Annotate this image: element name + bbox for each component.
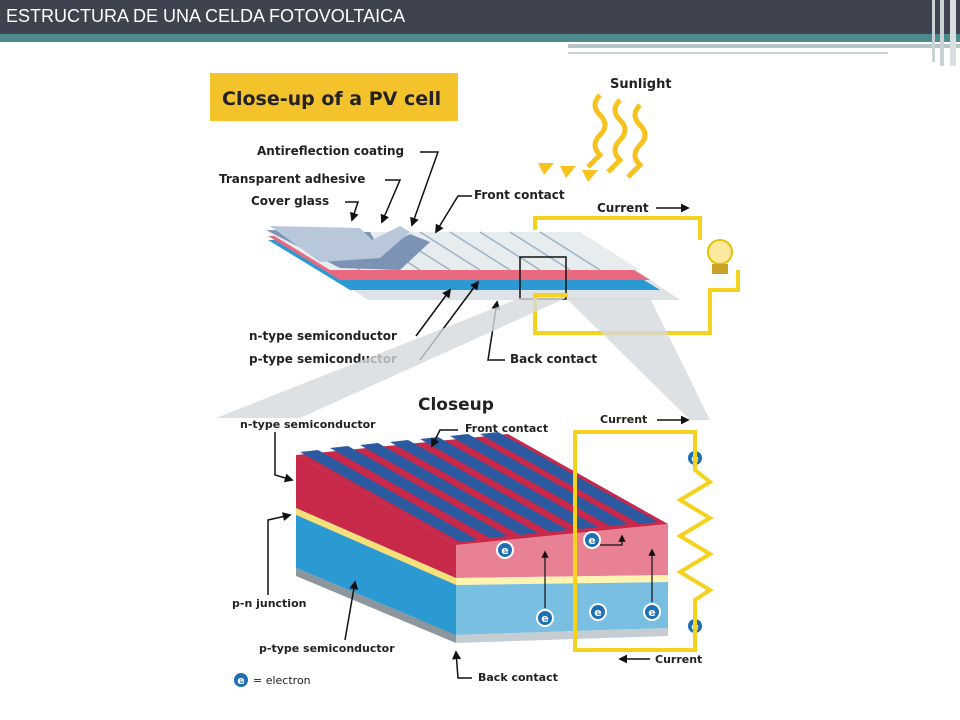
label-front-contact-bottom: Front contact: [465, 422, 548, 435]
decorative-line: [568, 44, 960, 48]
electron-symbol: e: [594, 606, 601, 619]
current-top-label: Current: [597, 201, 649, 215]
back-contact-front: [296, 568, 456, 643]
sun-arrowheads: [538, 163, 598, 182]
label-n-type-bottom: n-type semiconductor: [240, 418, 376, 431]
back-contact-right: [456, 628, 668, 643]
label-back-contact-bottom: Back contact: [478, 671, 558, 684]
label-p-type-bottom: p-type semiconductor: [259, 642, 395, 655]
label-n-type-top: n-type semiconductor: [249, 329, 397, 343]
bottom-leader-lines: [267, 415, 690, 679]
adhesive-peel: [270, 226, 410, 262]
label-pn-junction: p-n junction: [232, 597, 306, 610]
electron-symbol: e: [501, 544, 508, 557]
electron-symbol: e: [648, 606, 655, 619]
light-bulb-icon: [707, 239, 733, 265]
title-bar: ESTRUCTURA DE UNA CELDA FOTOVOLTAICA: [0, 0, 960, 34]
top-circuit-wire: [533, 270, 740, 335]
zoom-wedge-left: [216, 298, 566, 418]
heading-box: [210, 73, 458, 121]
electron-markers: [232, 449, 704, 689]
decorative-line: [950, 0, 956, 66]
label-back-contact-top: Back contact: [510, 352, 597, 366]
decorative-line: [940, 0, 944, 66]
n-layer-right: [456, 524, 668, 578]
bottom-circuit-wire: [573, 430, 670, 652]
closeup-heading: Closeup: [418, 395, 494, 415]
label-adhesive: Transparent adhesive: [219, 172, 365, 186]
sunlight-label: Sunlight: [610, 77, 672, 92]
n-layer-front: [296, 455, 456, 578]
label-cover-glass: Cover glass: [251, 194, 329, 208]
label-current-bottom: Current: [655, 653, 702, 666]
junction-front: [296, 508, 456, 585]
accent-bar: [0, 34, 960, 42]
label-antireflection: Antireflection coating: [257, 144, 404, 158]
electron-symbol: e: [237, 674, 244, 687]
label-front-contact-top: Front contact: [474, 188, 565, 202]
electron-paths: [541, 534, 656, 608]
legend-text: = electron: [253, 674, 311, 687]
heading-text: Close-up of a PV cell: [222, 88, 441, 110]
sunlight-rays: [586, 93, 648, 179]
decorative-line: [568, 52, 888, 54]
junction-right: [456, 575, 668, 585]
zoom-wedge-right: [566, 298, 710, 420]
label-current-bottom-top: Current: [600, 413, 647, 426]
p-layer-front: [296, 515, 456, 635]
electron-symbol: e: [588, 534, 595, 547]
decorative-line: [932, 0, 935, 62]
bulb-base-icon: [712, 264, 728, 274]
slide-title: ESTRUCTURA DE UNA CELDA FOTOVOLTAICA: [6, 6, 406, 26]
electron-symbol: e: [541, 612, 548, 625]
front-contact-fingers: [300, 432, 658, 542]
resistor-load-icon: [660, 430, 714, 652]
top-circuit-wire: [533, 216, 702, 240]
p-layer-right: [456, 582, 668, 635]
